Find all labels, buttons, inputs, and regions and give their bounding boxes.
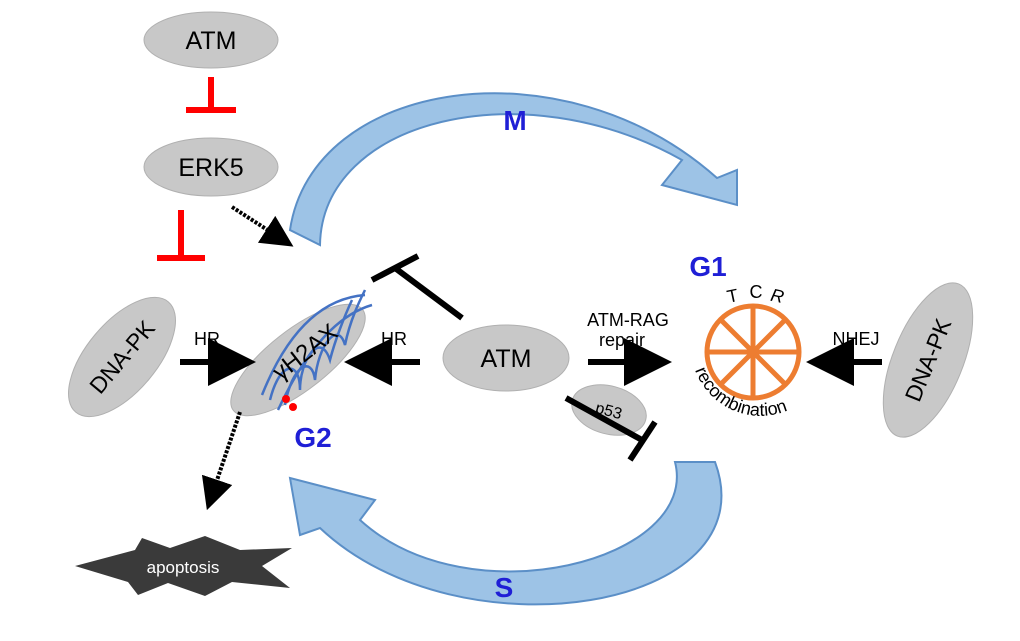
- phase-g1-label: G1: [689, 251, 726, 282]
- phase-s-label: S: [495, 572, 514, 603]
- atm-top-label: ATM: [186, 27, 237, 55]
- p53-inhibit-s-phase: [564, 395, 658, 462]
- erk5-to-h2ax-arrow: [230, 205, 294, 247]
- tcr-c-label: C: [750, 282, 763, 302]
- hr-left-label: HR: [194, 329, 220, 349]
- nhej-label: NHEJ: [832, 329, 879, 349]
- erk5-label: ERK5: [178, 154, 243, 182]
- atm-rag-label-line1: ATM-RAG: [587, 310, 669, 330]
- dna-break-end-2: [289, 403, 297, 411]
- atm-erk5-inhibit: [186, 77, 236, 113]
- atm-rag-label-line2: repair: [599, 330, 645, 350]
- atm-center-label: ATM: [481, 345, 532, 373]
- h2ax-to-apoptosis-arrow: [201, 411, 242, 511]
- phase-m-label: M: [503, 105, 526, 136]
- p53-label: p53: [594, 400, 624, 423]
- dna-helix-icon: [260, 289, 373, 411]
- phase-g2-label: G2: [294, 422, 331, 453]
- tcr-t-label: T: [725, 285, 740, 307]
- tcr-r-label: R: [769, 285, 786, 307]
- dna-break-end-1: [282, 395, 290, 403]
- apoptosis-shape: [75, 536, 292, 596]
- s-phase-arrow: [288, 461, 723, 606]
- atm-center-node: [442, 324, 570, 392]
- erk5-node: [143, 137, 279, 197]
- atm-top-node: [143, 11, 279, 69]
- atm-inhibit-m-phase: [370, 253, 464, 321]
- m-phase-arrow: [288, 92, 738, 247]
- apoptosis-label: apoptosis: [147, 558, 220, 577]
- dna-pk-left-node: [68, 296, 176, 418]
- hr-center-label: HR: [381, 329, 407, 349]
- tcr-wheel-icon: [704, 303, 802, 401]
- erk5-dnapk-inhibit: [157, 210, 205, 261]
- dna-pk-right-node: [882, 282, 974, 438]
